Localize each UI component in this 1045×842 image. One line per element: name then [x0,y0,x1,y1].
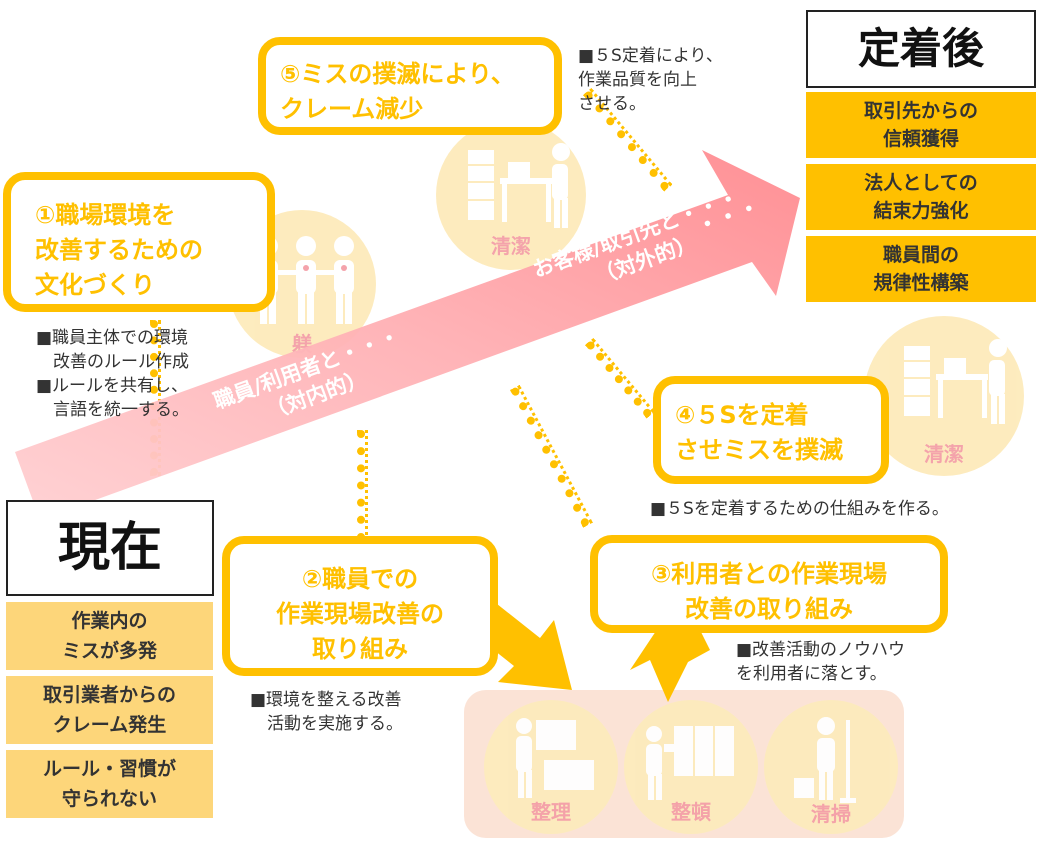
circle-label-seisou: 清掃 [811,802,851,826]
step-3-label: ③利用者との作業現場 改善の取り組み [650,560,888,623]
note-step-2: ■環境を整える改善 活動を実施する。 [250,688,403,736]
circle-seiri: 整理 [484,700,618,834]
after-item-1-text: 取引先からの 信頼獲得 [863,100,978,150]
current-item-3-text: ルール・習慣が 守られない [42,758,176,810]
desk-worker-icon [468,143,570,228]
circle-label-seiketsu-right: 清潔 [924,442,964,466]
step-5-label: ⑤ミスの撲滅により、 クレーム減少 [280,60,515,123]
step3-arrow [630,610,710,702]
circle-seisou: 清掃 [764,700,898,834]
step-5-box: ⑤ミスの撲滅により、 クレーム減少 [258,37,562,135]
sorting-boxes-icon [516,718,594,798]
circle-seiketsu-top: 清潔 [436,120,586,270]
circle-label-seiton: 整頓 [671,800,711,824]
step-1-box: ①職場環境を 改善するための 文化づくり [3,172,275,312]
step-2-label: ②職員での 作業現場改善の 取り組み [276,565,444,663]
step-4-box: ④５Sを定着 させミスを撲滅 [653,376,889,484]
note-step-4-text: ■５Sを定着するための仕組みを作る。 [650,499,949,519]
circle-label-seiri: 整理 [531,800,571,824]
step-3-box: ③利用者との作業現場 改善の取り組み [590,535,948,633]
current-item-1: 作業内の ミスが多発 [6,602,213,670]
note-step-1: ■職員主体での環境 改善のルール作成 ■ルールを共有し、 言語を統一する。 [36,326,189,422]
current-item-2-text: 取引業者からの クレーム発生 [42,684,176,736]
after-item-3: 職員間の 規律性構築 [806,236,1036,302]
step-1-label: ①職場環境を 改善するための 文化づくり [35,201,203,299]
current-item-2: 取引業者からの クレーム発生 [6,676,213,744]
after-title-text: 定着後 [857,24,984,73]
note-step-5-text: ■５S定着により、 作業品質を向上 させる。 [578,46,723,114]
after-item-2: 法人としての 結束力強化 [806,164,1036,230]
after-title: 定着後 [806,10,1036,88]
note-step-3: ■改善活動のノウハウ を利用者に落とす。 [736,638,905,686]
note-step-2-text: ■環境を整える改善 活動を実施する。 [250,690,403,734]
note-step-4: ■５Sを定着するための仕組みを作る。 [650,497,949,521]
step-4-label: ④５Sを定着 させミスを撲滅 [675,401,843,464]
current-item-3: ルール・習慣が 守られない [6,750,213,818]
after-item-2-text: 法人としての 結束力強化 [864,172,978,222]
note-step-5: ■５S定着により、 作業品質を向上 させる。 [578,44,723,116]
after-item-1: 取引先からの 信頼獲得 [806,92,1036,158]
current-item-1-text: 作業内の ミスが多発 [61,610,157,662]
arranging-shelves-icon [646,726,734,800]
current-title-text: 現在 [57,518,162,578]
progress-arrow-shape [15,150,800,520]
circle-seiketsu-right: 清潔 [864,316,1024,476]
current-title: 現在 [6,500,214,596]
after-item-3-text: 職員間の 規律性構築 [873,244,969,294]
circle-seiton: 整頓 [624,700,758,834]
note-step-1-text: ■職員主体での環境 改善のルール作成 ■ルールを共有し、 言語を統一する。 [36,328,189,420]
circle-label-seiketsu-top: 清潔 [491,234,531,258]
desk-worker-icon [904,339,1007,424]
step-2-box: ②職員での 作業現場改善の 取り組み [222,536,498,676]
note-step-3-text: ■改善活動のノウハウ を利用者に落とす。 [736,640,906,684]
cleaning-mop-icon [794,717,856,803]
